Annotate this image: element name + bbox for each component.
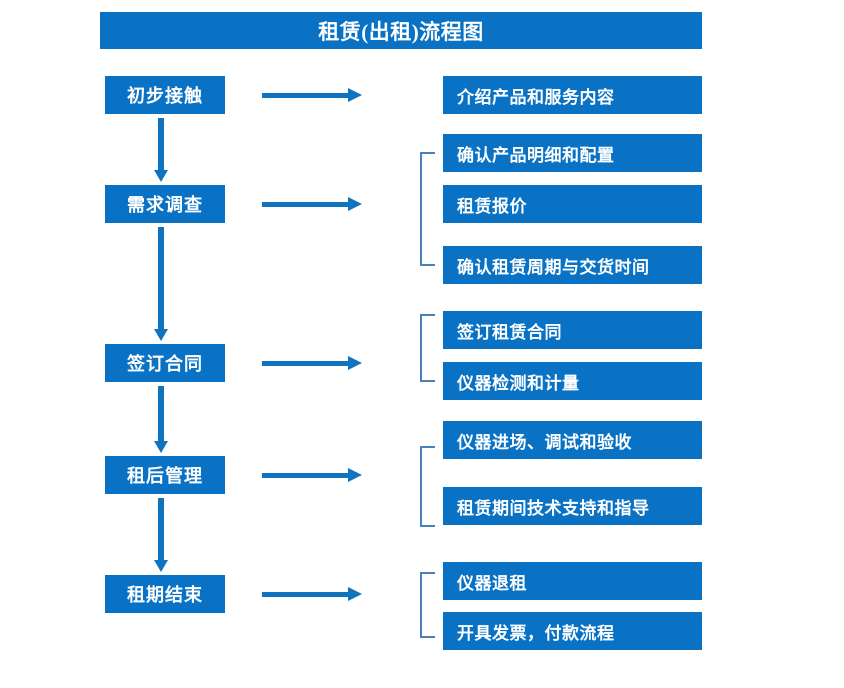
arrow-shaft [262,592,350,597]
detail-box-6[interactable]: 仪器检测和计量 [443,362,702,400]
arrow-head-icon [154,170,168,182]
arrow-head-icon [348,88,362,102]
arrow-head-icon [348,356,362,370]
detail-box-9[interactable]: 仪器退租 [443,562,702,600]
arrow-head-icon [348,468,362,482]
stage-box-3[interactable]: 签订合同 [105,344,225,382]
detail-box-1[interactable]: 介绍产品和服务内容 [443,76,702,114]
arrow-shaft [158,118,164,170]
stage-box-4[interactable]: 租后管理 [105,456,225,494]
detail-box-4[interactable]: 确认租赁周期与交货时间 [443,246,702,284]
detail-box-8[interactable]: 租赁期间技术支持和指导 [443,487,702,525]
detail-box-5[interactable]: 签订租赁合同 [443,311,702,349]
arrow-shaft [158,227,164,329]
arrow-head-icon [154,329,168,341]
stage-box-1[interactable]: 初步接触 [105,76,225,114]
arrow-shaft [158,386,164,441]
arrow-head-icon [154,560,168,572]
arrow-shaft [262,361,350,366]
horizontal-arrow-5 [262,586,362,602]
vertical-arrow-4 [152,498,170,572]
stage-box-2[interactable]: 需求调查 [105,185,225,223]
arrow-shaft [158,498,164,560]
arrow-head-icon [154,441,168,453]
horizontal-arrow-4 [262,467,362,483]
horizontal-arrow-3 [262,355,362,371]
detail-box-10[interactable]: 开具发票，付款流程 [443,612,702,650]
stage-box-5[interactable]: 租期结束 [105,575,225,613]
horizontal-arrow-2 [262,196,362,212]
group-bracket-3 [420,314,435,382]
arrow-shaft [262,473,350,478]
detail-box-7[interactable]: 仪器进场、调试和验收 [443,421,702,459]
page-title: 租赁(出租)流程图 [100,12,702,49]
arrow-shaft [262,202,350,207]
detail-box-2[interactable]: 确认产品明细和配置 [443,134,702,172]
horizontal-arrow-1 [262,87,362,103]
group-bracket-2 [420,152,435,266]
vertical-arrow-2 [152,227,170,341]
arrow-head-icon [348,197,362,211]
vertical-arrow-1 [152,118,170,182]
vertical-arrow-3 [152,386,170,453]
group-bracket-5 [420,572,435,638]
arrow-shaft [262,93,350,98]
group-bracket-4 [420,446,435,527]
arrow-head-icon [348,587,362,601]
detail-box-3[interactable]: 租赁报价 [443,185,702,223]
